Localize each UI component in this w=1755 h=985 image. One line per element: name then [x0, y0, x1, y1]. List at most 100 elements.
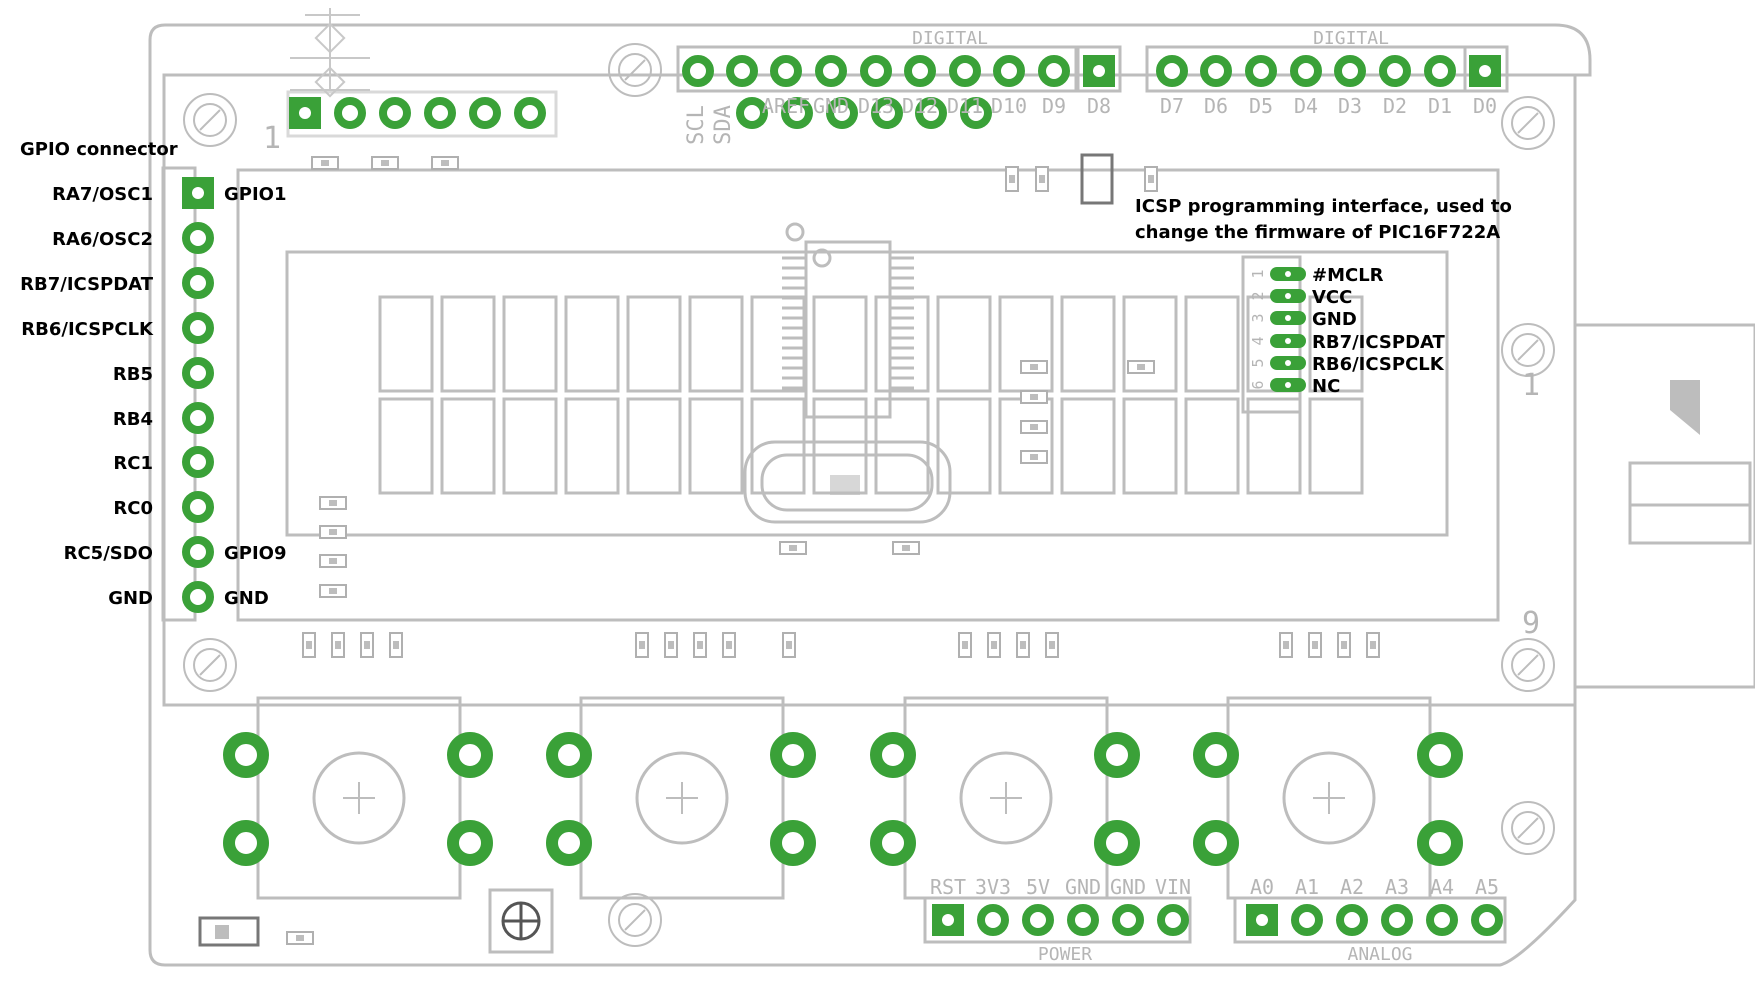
- digital-title-right: DIGITAL: [1313, 28, 1389, 49]
- round-pad: [1334, 55, 1366, 87]
- button-pad: [770, 820, 816, 866]
- smd-part: [987, 632, 1001, 658]
- smd-part: [302, 632, 316, 658]
- smd-part: [319, 554, 347, 568]
- mounting-hole: [1501, 323, 1555, 377]
- smd-part: [319, 496, 347, 510]
- lcd-cell: [1246, 397, 1302, 495]
- mounting-hole: [1501, 638, 1555, 692]
- lcd-cell: [626, 295, 682, 393]
- lcd-cell: [502, 397, 558, 495]
- round-pad: [977, 904, 1009, 936]
- smd-part: [1144, 166, 1158, 192]
- smd-part: [782, 632, 796, 658]
- round-pad: [182, 491, 214, 523]
- digital-label: GND: [813, 94, 849, 118]
- lcd-cell: [1060, 397, 1116, 495]
- round-pad: [182, 357, 214, 389]
- lcd-cell: [502, 295, 558, 393]
- lcd-cell: [874, 397, 930, 495]
- round-pad: [424, 97, 456, 129]
- round-pad: [379, 97, 411, 129]
- button-pad: [1193, 820, 1239, 866]
- regulator: [1080, 153, 1114, 205]
- mounting-hole: [608, 43, 662, 97]
- lcd-cell: [688, 397, 744, 495]
- smd-part: [1045, 632, 1059, 658]
- digital-label: D1: [1428, 94, 1452, 118]
- round-pad: [736, 97, 768, 129]
- round-pad: [1426, 904, 1458, 936]
- round-pad: [860, 55, 892, 87]
- digital-label: D10: [991, 94, 1027, 118]
- analog-label: A0: [1250, 875, 1274, 899]
- lcd-cell: [936, 295, 992, 393]
- gpio-connector-title: GPIO connector: [20, 139, 178, 160]
- lcd-cell: [440, 397, 496, 495]
- pin1-marker-left: 1: [263, 121, 281, 156]
- analog-label: A2: [1340, 875, 1364, 899]
- round-pad: [770, 55, 802, 87]
- icsp-pin-label: GND: [1312, 309, 1357, 330]
- led-part: [198, 916, 260, 947]
- power-title: POWER: [1038, 944, 1092, 965]
- pad-hole: [1285, 382, 1291, 388]
- lcd-cell: [378, 397, 434, 495]
- gpio-pin-label: RA6/OSC2: [52, 229, 153, 250]
- smd-part: [635, 632, 649, 658]
- gpio-pin-label: RB6/ICSPCLK: [21, 319, 154, 340]
- round-pad: [1471, 904, 1503, 936]
- pad-hole: [1256, 914, 1268, 926]
- lcd-cell: [1308, 397, 1364, 495]
- lcd-character-cells: [378, 295, 1364, 495]
- smd-part: [371, 156, 399, 170]
- gpio-gnd-label: GND: [224, 588, 269, 609]
- lcd-cell: [1122, 295, 1178, 393]
- round-pad: [182, 536, 214, 568]
- round-pad: [469, 97, 501, 129]
- smd-part: [1366, 632, 1380, 658]
- tactile-switch: [223, 696, 493, 900]
- button-pad: [770, 732, 816, 778]
- digital-label: D4: [1294, 94, 1318, 118]
- mounting-hole: [183, 93, 237, 147]
- smd-part: [1005, 166, 1019, 192]
- round-pad: [1379, 55, 1411, 87]
- microcontroller-chip: [743, 222, 952, 524]
- connector-symbol: [290, 8, 370, 98]
- lcd-cell: [1122, 397, 1178, 495]
- lcd-cell: [998, 397, 1054, 495]
- gpio9-label: GPIO9: [224, 543, 287, 564]
- round-pad: [904, 55, 936, 87]
- icsp-pin-number: 1: [1249, 269, 1267, 278]
- lcd-cell: [750, 295, 806, 393]
- lcd-cell: [1184, 295, 1240, 393]
- smd-part: [664, 632, 678, 658]
- round-pad: [1200, 55, 1232, 87]
- analog-label: A1: [1295, 875, 1319, 899]
- icsp-pin-label: RB6/ICSPCLK: [1312, 354, 1445, 375]
- smd-part: [311, 156, 339, 170]
- digital-label: D7: [1160, 94, 1184, 118]
- digital-label: D6: [1204, 94, 1228, 118]
- icsp-caption-line2: change the firmware of PIC16F722A: [1135, 222, 1500, 243]
- icsp-caption-line1: ICSP programming interface, used to: [1135, 196, 1512, 217]
- round-pad: [949, 55, 981, 87]
- round-pad: [514, 97, 546, 129]
- smd-part: [892, 541, 920, 555]
- round-pad: [682, 55, 714, 87]
- round-pad: [1381, 904, 1413, 936]
- digital-title-left: DIGITAL: [912, 28, 988, 49]
- round-pad: [182, 312, 214, 344]
- pin1-marker-right: 1: [1522, 368, 1540, 403]
- button-pad: [1094, 820, 1140, 866]
- lcd-cell: [1060, 295, 1116, 393]
- header-pads: [182, 55, 1503, 936]
- icsp-pin-label: RB7/ICSPDAT: [1312, 332, 1446, 353]
- button-pad: [546, 732, 592, 778]
- digital-label: D0: [1473, 94, 1497, 118]
- digital-label: D9: [1042, 94, 1066, 118]
- round-pad: [1290, 55, 1322, 87]
- button-pad: [1417, 820, 1463, 866]
